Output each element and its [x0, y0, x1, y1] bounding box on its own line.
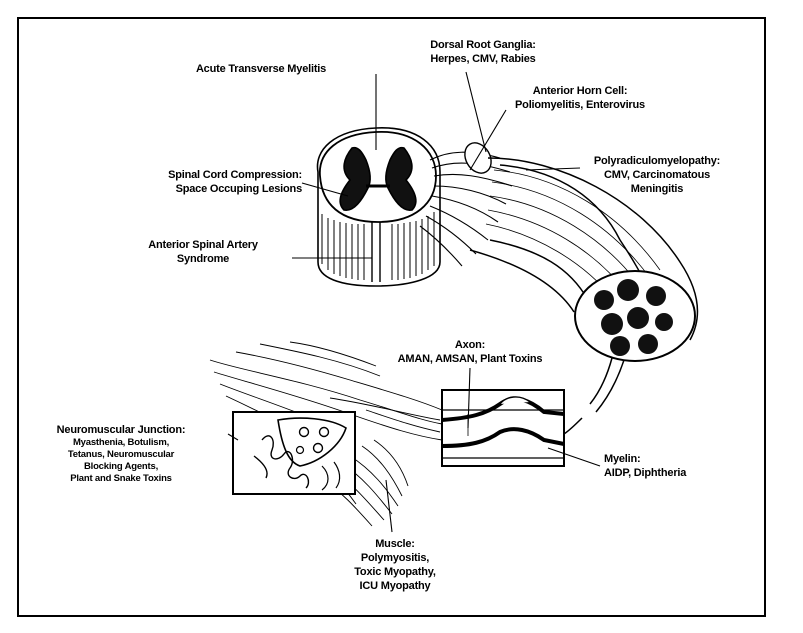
- label-axon: Axon: AMAN, AMSAN, Plant Toxins: [380, 338, 560, 366]
- label-neuromuscular-junction: Neuromuscular Junction: Myasthenia, Botu…: [26, 423, 216, 485]
- spinal-cord-segment: [317, 128, 512, 286]
- muscle-line3: ICU Myopathy: [330, 579, 460, 593]
- label-anterior-spinal-artery: Anterior Spinal Artery Syndrome: [118, 238, 288, 266]
- muscle-line2: Toxic Myopathy,: [330, 565, 460, 579]
- anterior-horn-cell-title: Anterior Horn Cell:: [500, 84, 660, 98]
- label-muscle: Muscle: Polymyositis, Toxic Myopathy, IC…: [330, 537, 460, 593]
- neuromuscular-junction-line3: Blocking Agents,: [26, 461, 216, 473]
- dorsal-root-ganglia-causes: Herpes, CMV, Rabies: [418, 52, 548, 66]
- label-spinal-cord-compression: Spinal Cord Compression: Space Occuping …: [100, 168, 302, 196]
- dorsal-root-ganglia-title: Dorsal Root Ganglia:: [418, 38, 548, 52]
- leader-muscle: [386, 480, 392, 532]
- polyradiculomyelopathy-title: Polyradiculomyelopathy:: [572, 154, 742, 168]
- label-acute-transverse-myelitis: Acute Transverse Myelitis: [176, 62, 346, 76]
- anterior-spinal-artery-line1: Anterior Spinal Artery: [118, 238, 288, 252]
- anterior-spinal-artery-line2: Syndrome: [118, 252, 288, 266]
- neuromuscular-junction-title: Neuromuscular Junction:: [26, 423, 216, 437]
- myelin-causes: AIDP, Diphtheria: [604, 466, 744, 480]
- polyradiculomyelopathy-line2: CMV, Carcinomatous: [572, 168, 742, 182]
- axon-myelin-box: [442, 390, 564, 466]
- axon-title: Axon:: [380, 338, 560, 352]
- myelin-title: Myelin:: [604, 452, 744, 466]
- axon-causes: AMAN, AMSAN, Plant Toxins: [380, 352, 560, 366]
- neuromuscular-junction-line1: Myasthenia, Botulism,: [26, 437, 216, 449]
- muscle-line1: Polymyositis,: [330, 551, 460, 565]
- polyradiculomyelopathy-line3: Meningitis: [572, 182, 742, 196]
- neuromuscular-junction-line2: Tetanus, Neuromuscular: [26, 449, 216, 461]
- label-dorsal-root-ganglia: Dorsal Root Ganglia: Herpes, CMV, Rabies: [418, 38, 548, 66]
- label-polyradiculomyelopathy: Polyradiculomyelopathy: CMV, Carcinomato…: [572, 154, 742, 196]
- spinal-cord-compression-causes: Space Occuping Lesions: [100, 182, 302, 196]
- leader-dorsal-root-ganglia: [466, 72, 486, 152]
- neuromuscular-junction-line4: Plant and Snake Toxins: [26, 473, 216, 485]
- spinal-cord-compression-title: Spinal Cord Compression:: [100, 168, 302, 182]
- label-anterior-horn-cell: Anterior Horn Cell: Poliomyelitis, Enter…: [500, 84, 660, 112]
- neuromuscular-junction-box: [233, 412, 355, 494]
- muscle-title: Muscle:: [330, 537, 460, 551]
- label-myelin: Myelin: AIDP, Diphtheria: [604, 452, 744, 480]
- anterior-horn-cell-causes: Poliomyelitis, Enterovirus: [500, 98, 660, 112]
